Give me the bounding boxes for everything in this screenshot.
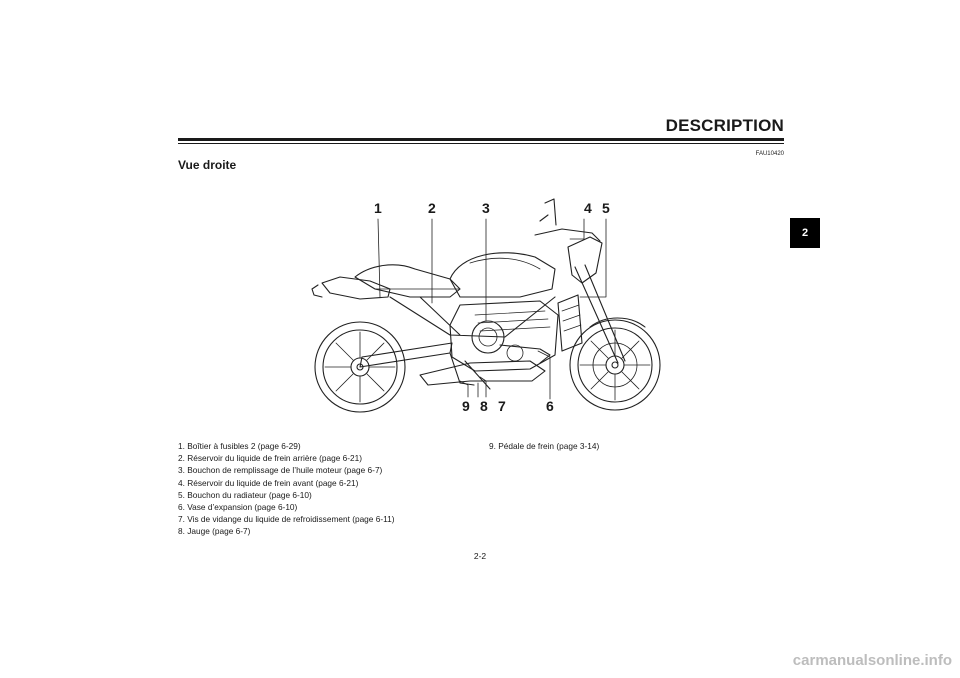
legend-item-5: 5. Bouchon du radiateur (page 6-10) [178, 489, 312, 500]
header-rule-thick [178, 138, 784, 141]
callout-9: 9 [462, 398, 470, 414]
callout-8: 8 [480, 398, 488, 414]
header-rule-thin [178, 143, 784, 144]
footer-watermark-link[interactable]: carmanualsonline.info [792, 652, 952, 669]
page-header-title: DESCRIPTION [665, 116, 784, 135]
motorcycle-illustration [311, 198, 661, 413]
callout-1: 1 [374, 200, 382, 216]
legend-item-4: 4. Réservoir du liquide de frein avant (… [178, 477, 359, 488]
motorcycle-figure: 1 2 3 4 5 6 7 8 9 [300, 185, 670, 435]
legend-item-1: 1. Boîtier à fusibles 2 (page 6-29) [178, 441, 301, 451]
callout-5: 5 [602, 200, 610, 216]
callout-4: 4 [584, 200, 592, 216]
legend-column-left: 1. Boîtier à fusibles 2 (page 6-29) 2. R… [178, 440, 394, 538]
chapter-tab: 2 [790, 218, 820, 248]
callout-6: 6 [546, 398, 554, 414]
legend-item-6: 6. Vase d’expansion (page 6-10) [178, 502, 298, 513]
legend-item-3: 3. Bouchon de remplissage de l’huile mot… [178, 465, 383, 476]
legend-item-7: 7. Vis de vidange du liquide de refroidi… [178, 514, 395, 525]
legend-item-2: 2. Réservoir du liquide de frein arrière… [178, 453, 363, 464]
legend-item-8: 8. Jauge (page 6-7) [178, 526, 251, 537]
callout-3: 3 [482, 200, 490, 216]
callout-2: 2 [428, 200, 436, 216]
legend-item-9: 9. Pédale de frein (page 3-14) [489, 441, 600, 451]
document-code: FAU10420 [755, 151, 784, 157]
page-number: 2-2 [473, 551, 487, 561]
legend-column-right: 9. Pédale de frein (page 3-14) [489, 440, 599, 452]
callout-7: 7 [498, 398, 506, 414]
section-title: Vue droite [178, 158, 237, 172]
